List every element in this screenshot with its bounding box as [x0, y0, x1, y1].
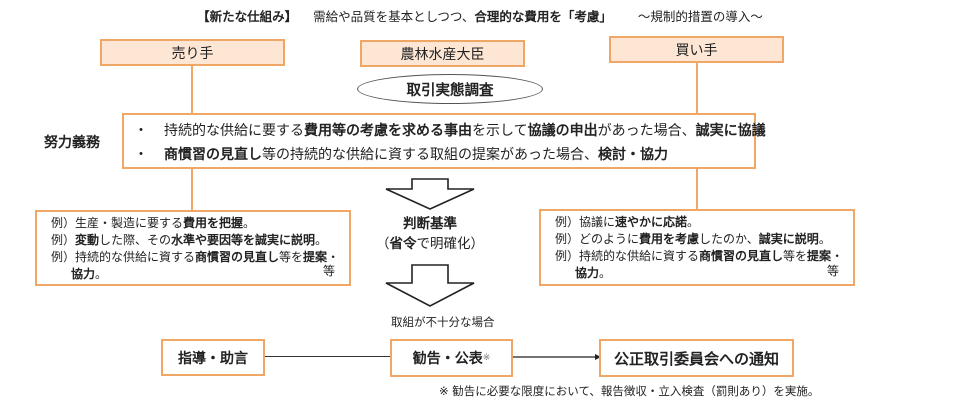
duty-line-2-run: 検討・協力	[598, 147, 668, 163]
buyer-example-run: 等を	[783, 249, 808, 263]
seller-example-3: 例）持続的な供給に資する商慣習の見直し等を提案・	[51, 249, 349, 266]
criteria-title: 判断基準	[403, 216, 457, 232]
title-part2: 合理的な費用を「考慮」	[474, 9, 612, 24]
notify-box: 公正取引委員会への通知	[599, 339, 794, 377]
duty-line-2-run: 等の持続的な供給に資する取組の提案があった場合、	[262, 147, 598, 163]
down-arrow-icon	[385, 178, 475, 210]
seller-etc: 等	[322, 264, 335, 278]
minister-label: 農林水産大臣	[400, 46, 485, 63]
diagram-title: 【新たな仕組み】 需給や品質を基本としつつ、合理的な費用を「考慮」 ～規制的措置…	[0, 6, 960, 25]
criteria-block: 判断基準 （省令で明確化）	[370, 214, 490, 254]
guidance-label: 指導・助言	[178, 350, 248, 367]
title-bracket: 【新たな仕組み】	[197, 9, 298, 24]
survey-ellipse: 取引実態調査	[357, 74, 543, 104]
footnote: ※ 勧告に必要な限度において、報告徴収・立入検査（罰則あり）を実施。	[439, 384, 820, 398]
seller-box: 売り手	[100, 39, 285, 66]
seller-example-run: ・	[327, 250, 340, 264]
minister-box: 農林水産大臣	[360, 40, 525, 67]
buyer-box: 買い手	[609, 36, 784, 63]
buyer-etc: 等	[826, 264, 839, 278]
seller-example-run: 変動	[75, 233, 100, 247]
buyer-examples-box: 例）協議に速やかに応諾。 例）どのように費用を考慮したのか、誠実に説明。 例）持…	[539, 209, 855, 286]
buyer-example-1: 例）協議に速やかに応諾。	[555, 214, 853, 231]
recommend-label: 勧告・公表	[412, 351, 483, 367]
seller-example-run: 費用を把握	[183, 216, 244, 230]
seller-label: 売り手	[171, 45, 214, 62]
duty-line-2: ・商慣習の見直し等の持続的な供給に資する取組の提案があった場合、検討・協力	[134, 143, 754, 167]
survey-label: 取引実態調査	[406, 82, 494, 99]
insufficient-label: 取組が不十分な場合	[391, 315, 495, 329]
seller-example-1: 例）生産・製造に要する費用を把握。	[51, 215, 349, 232]
recommend-mark: ※	[482, 353, 491, 363]
duty-line-1-run: 誠実に協議	[695, 123, 766, 139]
buyer-example-run: したのか、	[699, 232, 759, 246]
duty-line-2-run: 商慣習の見直し	[164, 147, 262, 163]
seller-example-continuation: 協力。	[71, 267, 108, 281]
buyer-example-continuation: 協力。	[575, 266, 612, 280]
seller-example-run: した際、その	[99, 233, 172, 247]
guidance-connector	[265, 356, 391, 357]
seller-example-run: 例）生産・製造に要する	[51, 216, 184, 230]
guidance-box: 指導・助言	[161, 339, 265, 376]
seller-example-run: 水準や要因等を誠実に説明	[171, 233, 316, 247]
notify-label: 公正取引委員会への通知	[613, 349, 779, 368]
duty-line-1-run: 協議の申出	[527, 123, 598, 139]
duty-line-1-run: 持続的な供給に要する	[164, 123, 304, 139]
seller-examples-box: 例）生産・製造に要する費用を把握。 例）変動した際、その水準や要因等を誠実に説明…	[35, 210, 351, 286]
seller-example-run: 等を	[279, 250, 304, 264]
duty-box: ・持続的な供給に要する費用等の考慮を求める事由を示して協議の申出があった場合、誠…	[122, 113, 766, 169]
duty-line-1-run: があった場合、	[597, 123, 696, 139]
seller-example-2: 例）変動した際、その水準や要因等を誠実に説明。	[51, 232, 349, 249]
buyer-example-run: 速やかに応諾	[615, 215, 688, 229]
down-arrow-icon-2	[385, 264, 475, 307]
buyer-example-run: 。	[818, 232, 831, 246]
duty-line-1-run: を示して	[472, 123, 528, 139]
buyer-example-run: 商慣習の見直し	[699, 249, 784, 263]
seller-example-run: 商慣習の見直し	[195, 250, 280, 264]
bullet-2: ・	[134, 147, 148, 163]
title-part1: 需給や品質を基本としつつ、	[313, 9, 475, 24]
seller-example-run: 提案	[303, 250, 328, 264]
title-part3: ～規制的措置の導入～	[637, 9, 763, 24]
buyer-example-run: 費用を考慮	[639, 232, 700, 246]
seller-example-run: 。	[315, 233, 328, 247]
buyer-example-run: ・	[831, 249, 844, 263]
buyer-label: 買い手	[675, 42, 718, 59]
buyer-example-3: 例）持続的な供給に資する商慣習の見直し等を提案・	[555, 248, 853, 265]
duty-line-1-run: 費用等の考慮を求める事由	[304, 123, 472, 139]
seller-example-run: 例）持続的な供給に資する	[51, 250, 196, 264]
criteria-subtitle: （省令で明確化）	[376, 236, 484, 252]
seller-example-run: 例）	[51, 233, 76, 247]
buyer-example-run: 誠実に説明	[758, 232, 819, 246]
buyer-example-run: 例）どのように	[555, 232, 640, 246]
buyer-example-run: 例）持続的な供給に資する	[555, 249, 700, 263]
buyer-example-run: 。	[687, 215, 700, 229]
duty-label: 努力義務	[44, 135, 100, 151]
buyer-example-run: 例）協議に	[555, 215, 616, 229]
seller-example-run: 。	[243, 216, 256, 230]
buyer-example-2: 例）どのように費用を考慮したのか、誠実に説明。	[555, 231, 853, 248]
buyer-example-run: 提案	[807, 249, 832, 263]
right-arrow-icon	[513, 354, 601, 360]
duty-line-1: ・持続的な供給に要する費用等の考慮を求める事由を示して協議の申出があった場合、誠…	[134, 119, 766, 143]
bullet-1: ・	[134, 123, 148, 139]
recommend-box: 勧告・公表※	[390, 339, 513, 377]
